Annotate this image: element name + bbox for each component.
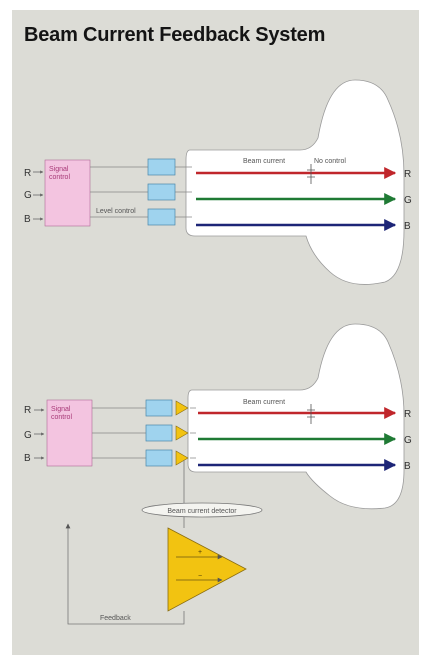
bottom-feedback-amplifier — [167, 527, 247, 612]
bottom-signal-control-label-2: control — [51, 414, 72, 421]
top-output-b: B — [404, 221, 411, 232]
bottom-amp-g — [175, 425, 189, 441]
bottom-level-box-b — [145, 449, 173, 467]
top-crt-tube — [185, 79, 405, 285]
top-input-b: B — [24, 214, 31, 225]
bottom-signal-control-label-1: Signal — [51, 406, 71, 413]
bottom-output-b: B — [404, 461, 411, 472]
bottom-detector-label: Beam current detector — [167, 508, 237, 515]
top-diagram: R G B Signal control Level control — [24, 79, 412, 285]
top-level-control-label: Level control — [96, 208, 136, 215]
bottom-feedback-path — [65, 523, 185, 625]
bottom-input-b: B — [24, 453, 31, 464]
bottom-beam-current-label: Beam current — [243, 399, 285, 406]
bottom-beam-current-marker — [307, 404, 315, 424]
top-signal-control-label-1: Signal — [49, 166, 69, 173]
top-signal-control-box — [44, 159, 91, 227]
bottom-amp-r — [175, 400, 189, 416]
bottom-amp-minus: − — [198, 573, 202, 580]
bottom-crt-tube — [187, 323, 405, 510]
bottom-level-box-r — [145, 399, 173, 417]
page-title: Beam Current Feedback System — [24, 24, 326, 46]
bottom-amp-b — [175, 450, 189, 466]
bottom-output-g: G — [404, 435, 412, 446]
top-output-r: R — [404, 169, 411, 180]
bottom-feedback-label: Feedback — [100, 615, 131, 622]
top-beam-current-label: Beam current — [243, 158, 285, 165]
top-no-control-label: No control — [314, 158, 346, 165]
top-level-box-r — [147, 158, 176, 176]
bottom-amp-plus: + — [198, 549, 202, 556]
top-level-box-b — [147, 208, 176, 226]
top-input-g: G — [24, 190, 32, 201]
top-output-g: G — [404, 195, 412, 206]
bottom-detector-ellipse — [141, 502, 263, 518]
bottom-level-box-g — [145, 424, 173, 442]
top-input-r: R — [24, 168, 31, 179]
bottom-output-r: R — [404, 409, 411, 420]
bottom-input-g: G — [24, 430, 32, 441]
top-signal-control-label-2: control — [49, 174, 70, 181]
bottom-input-r: R — [24, 405, 31, 416]
top-beam-current-marker — [307, 164, 315, 184]
bottom-diagram: R G B Signal control — [24, 323, 412, 625]
top-level-box-g — [147, 183, 176, 201]
